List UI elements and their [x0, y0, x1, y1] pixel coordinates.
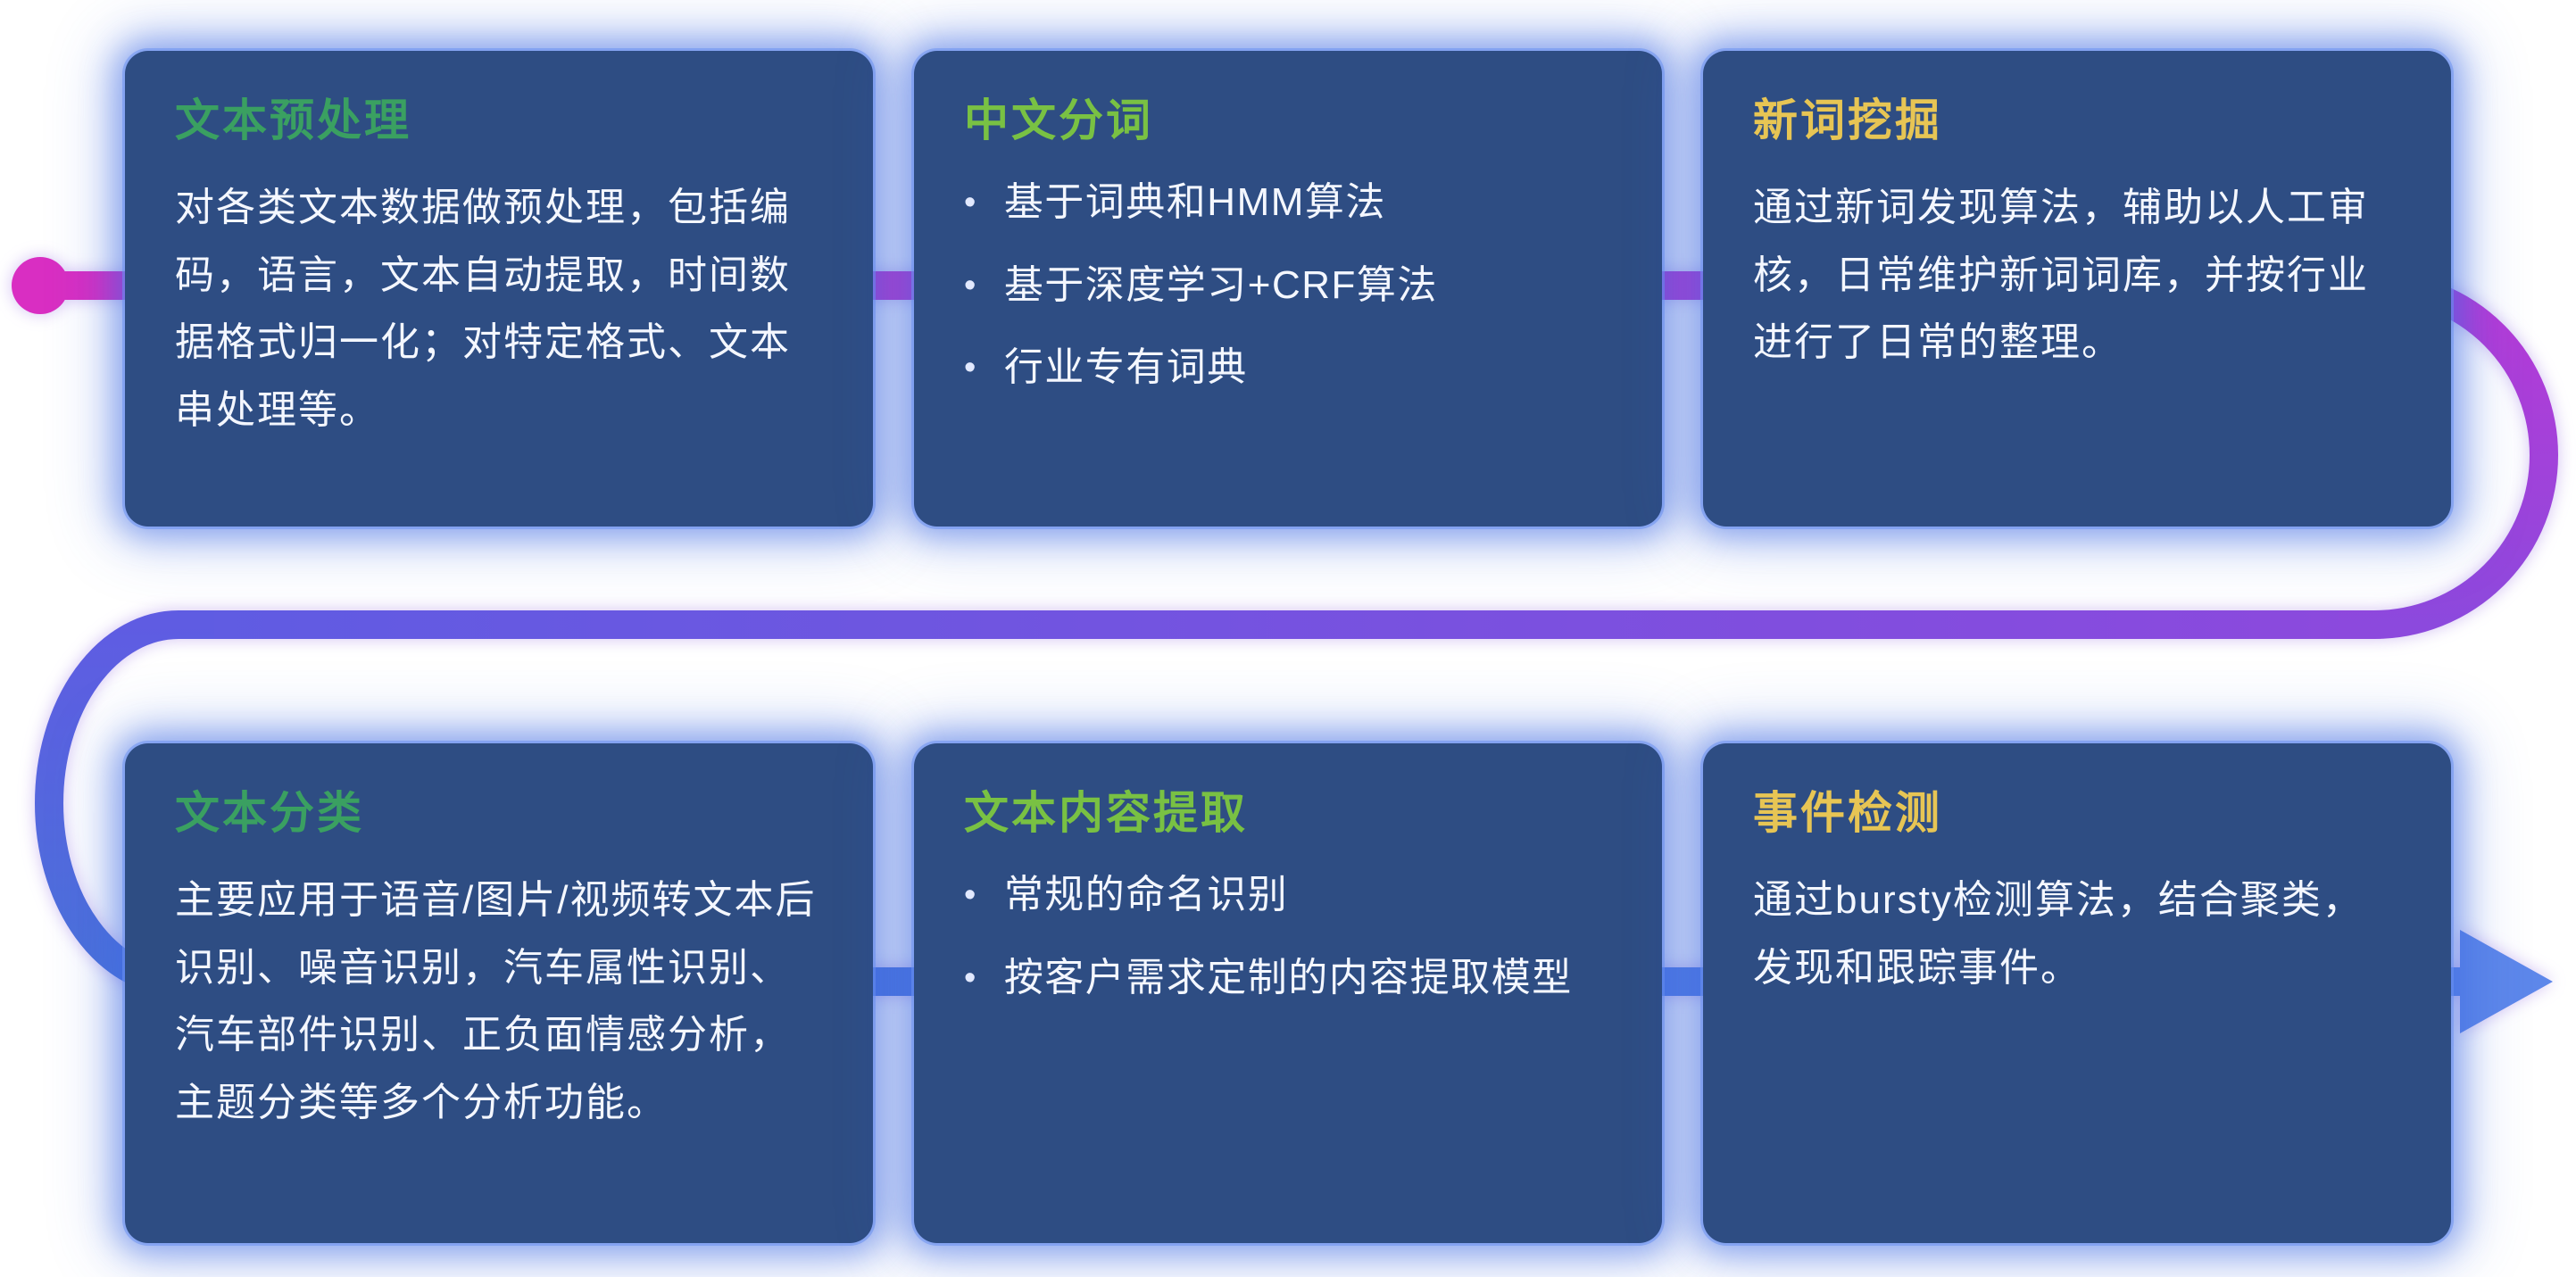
bullet-text: 基于词典和HMM算法	[1003, 180, 1386, 224]
card-title: 中文分词	[964, 95, 1153, 145]
card-body-text: 通过新词发现算法，辅助以人工审核，日常维护新词词库，并按行业进行了日常的整理。	[1753, 186, 2369, 365]
list-item: • 基于词典和HMM算法	[964, 174, 1612, 232]
card-title: 事件检测	[1753, 788, 1942, 838]
pipeline-end-arrow-icon	[2460, 930, 2553, 1033]
list-item: • 基于深度学习+CRF算法	[964, 257, 1612, 315]
bullet-list: • 基于词典和HMM算法 • 基于深度学习+CRF算法 • 行业专有词典	[964, 174, 1612, 397]
bullet-icon: •	[964, 958, 977, 997]
card-text-classification: 文本分类 主要应用于语音/图片/视频转文本后识别、噪音识别，汽车属性识别、汽车部…	[125, 743, 873, 1243]
bullet-icon: •	[964, 876, 977, 914]
bullet-text: 常规的命名识别	[1003, 873, 1289, 916]
card-text-preprocessing: 文本预处理 对各类文本数据做预处理，包括编码，语言，文本自动提取，时间数据格式归…	[125, 51, 873, 527]
list-item: • 行业专有词典	[964, 339, 1612, 397]
bullet-icon: •	[964, 184, 977, 221]
card-text-content-extraction: 文本内容提取 • 常规的命名识别 • 按客户需求定制的内容提取模型	[914, 743, 1662, 1243]
card-body-text: 主要应用于语音/图片/视频转文本后识别、噪音识别，汽车属性识别、汽车部件识别、正…	[175, 878, 817, 1125]
bullet-text: 基于深度学习+CRF算法	[1003, 262, 1438, 307]
bullet-text: 按客户需求定制的内容提取模型	[1003, 955, 1573, 999]
list-item: • 常规的命名识别	[964, 867, 1612, 925]
card-title: 文本内容提取	[964, 788, 1248, 838]
bullet-text: 行业专有词典	[1003, 345, 1248, 390]
bullet-list: • 常规的命名识别 • 按客户需求定制的内容提取模型	[964, 867, 1612, 1007]
pipeline-curve-left	[35, 610, 214, 996]
card-title: 文本预处理	[175, 95, 411, 145]
pipeline-start-dot-icon	[12, 257, 69, 314]
card-body-text: 对各类文本数据做预处理，包括编码，语言，文本自动提取，时间数据格式归一化；对特定…	[175, 186, 791, 433]
list-item: • 按客户需求定制的内容提取模型	[964, 949, 1612, 1008]
card-title: 文本分类	[175, 788, 364, 838]
card-title: 新词挖掘	[1753, 95, 1942, 145]
bullet-icon: •	[964, 266, 977, 304]
card-event-detection: 事件检测 通过bursty检测算法，结合聚类，发现和跟踪事件。	[1703, 743, 2451, 1243]
bullet-icon: •	[964, 349, 977, 387]
card-chinese-word-segmentation: 中文分词 • 基于词典和HMM算法 • 基于深度学习+CRF算法 • 行业专有词…	[914, 51, 1662, 527]
card-new-word-mining: 新词挖掘 通过新词发现算法，辅助以人工审核，日常维护新词词库，并按行业进行了日常…	[1703, 51, 2451, 527]
card-body-text: 通过bursty检测算法，结合聚类，发现和跟踪事件。	[1753, 878, 2364, 990]
